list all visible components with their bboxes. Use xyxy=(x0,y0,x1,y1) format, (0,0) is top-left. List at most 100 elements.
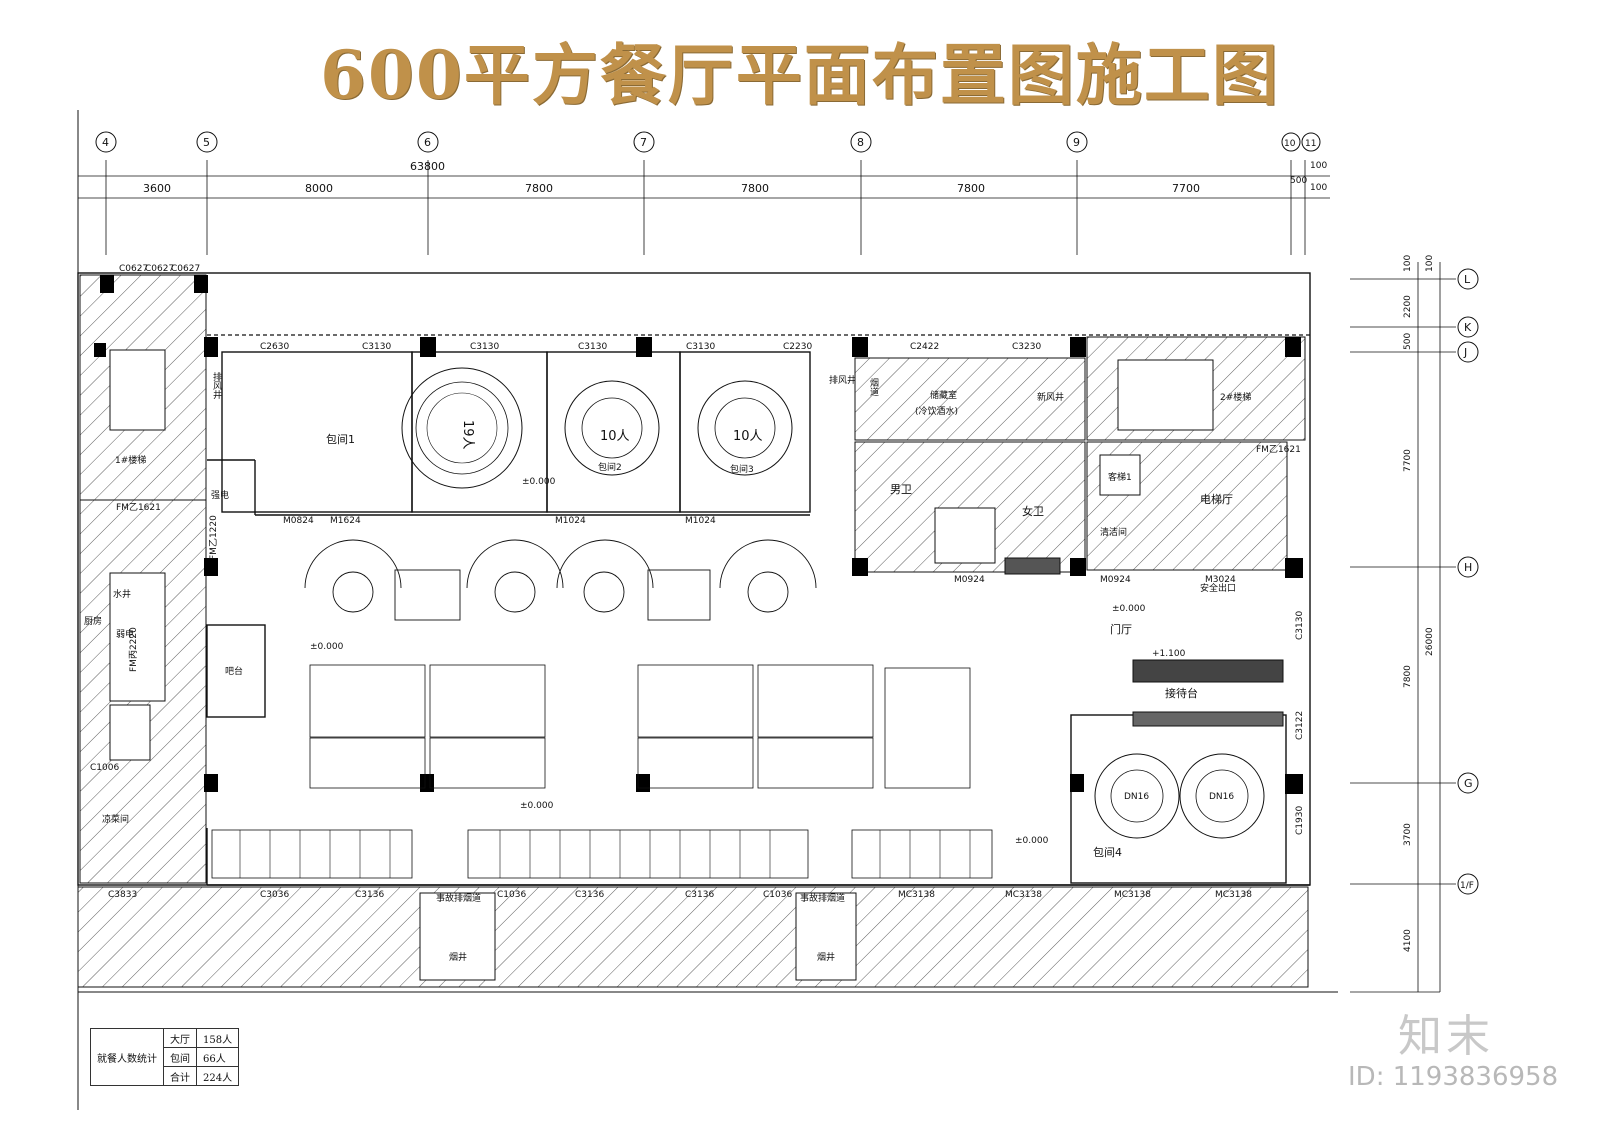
window-code: C0627 xyxy=(171,264,200,274)
room-label: 排风井 xyxy=(211,371,222,400)
axis-label: 7 xyxy=(640,136,647,149)
axis-bubbles-top: 4 5 6 7 8 9 10 11 xyxy=(95,131,1321,153)
axis-label: G xyxy=(1464,777,1473,790)
room-label: 门厅 xyxy=(1110,622,1132,636)
round-tables xyxy=(401,367,1265,839)
opening-codes: C2630 C3130 C3130 C3130 C3130 C2230 C242… xyxy=(90,264,1305,900)
watermark-logo: 知末 xyxy=(1398,1011,1494,1062)
exit-label: 安全出口 xyxy=(1200,582,1236,594)
room-label: 女卫 xyxy=(1022,504,1044,518)
axis-label: 4 xyxy=(102,136,109,149)
door-code: FM乙1621 xyxy=(1256,444,1301,455)
table-label: 19人 xyxy=(460,420,475,450)
axis-label: L xyxy=(1464,273,1471,286)
window-code: C3130 xyxy=(686,342,715,352)
room-label: 厨房 xyxy=(84,615,102,627)
dim-span: 100 xyxy=(1425,255,1435,272)
window-code: C3130 xyxy=(470,342,499,352)
axis-label: 11 xyxy=(1305,139,1316,149)
room-label: 储藏室 xyxy=(930,389,957,401)
window-code: MC3138 xyxy=(898,890,935,900)
room-label: 1#楼梯 xyxy=(115,454,146,466)
window-code: C3136 xyxy=(355,890,384,900)
room-label: 凉菜间 xyxy=(102,813,129,825)
room-label: 烟井 xyxy=(449,951,467,963)
axis-bubbles-right: L K J H G 1/F xyxy=(1457,268,1479,895)
table-label: DN16 xyxy=(1124,792,1149,802)
room-label: 水井 xyxy=(113,588,131,600)
dim-span: 7800 xyxy=(957,182,985,195)
door-code: M0824 xyxy=(283,516,314,526)
stats-row-value: 66人 xyxy=(195,1047,240,1067)
dim-span: 4100 xyxy=(1403,929,1413,952)
table-label: 10人 xyxy=(733,429,763,444)
window-code: C3122 xyxy=(1295,711,1305,740)
dim-span: 100 xyxy=(1403,255,1413,272)
level-mark: ±0.000 xyxy=(520,801,554,811)
room-label: 烟井 xyxy=(817,951,835,963)
level-mark: ±0.000 xyxy=(1112,604,1146,614)
room-label: 包间3 xyxy=(730,463,754,475)
dim-span: 7800 xyxy=(741,182,769,195)
room-labels: 1#楼梯 2#楼梯 包间1 包间2 包间3 包间4 储藏室 (冷饮酒水) 新风井… xyxy=(84,371,1251,963)
dim-span: 3700 xyxy=(1403,823,1413,846)
level-mark: +1.100 xyxy=(1152,649,1186,659)
door-code: M0924 xyxy=(1100,575,1131,585)
window-code: C3036 xyxy=(260,890,289,900)
door-code: M3024 xyxy=(1205,575,1236,585)
level-mark: ±0.000 xyxy=(1015,836,1049,846)
room-label: 烟道 xyxy=(868,377,879,397)
stats-row-value: 224人 xyxy=(195,1066,240,1086)
room-label: 男卫 xyxy=(890,483,912,496)
stats-row-name: 包间 xyxy=(163,1047,197,1067)
window-code: C1036 xyxy=(497,890,526,900)
door-code: M1024 xyxy=(685,516,716,526)
stats-row-name: 合计 xyxy=(163,1066,197,1086)
dim-span: 7700 xyxy=(1403,449,1413,472)
top-dimensions: 63800 3600 8000 7800 7800 7800 7700 100 … xyxy=(78,160,1330,255)
structural-columns xyxy=(94,275,1303,794)
room-label: 弱电 xyxy=(116,628,134,640)
dim-total: 26000 xyxy=(1425,627,1435,656)
stats-label: 就餐人数统计 xyxy=(90,1028,164,1086)
door-code: FM乙1621 xyxy=(116,502,161,513)
window-code: C2630 xyxy=(260,342,289,352)
door-code: M1024 xyxy=(555,516,586,526)
window-code: C1930 xyxy=(1295,806,1305,835)
room-label: 吧台 xyxy=(225,665,243,677)
window-code: C0627 xyxy=(119,264,148,274)
window-code: C3136 xyxy=(685,890,714,900)
room-label: (冷饮酒水) xyxy=(915,405,958,417)
axis-label: 6 xyxy=(424,136,431,149)
dim-total: 63800 xyxy=(410,160,445,173)
window-code: C2230 xyxy=(783,342,812,352)
dim-span: 500 xyxy=(1403,333,1413,350)
dim-small: 500 xyxy=(1290,176,1307,186)
window-code: C3833 xyxy=(108,890,137,900)
window-code: C3130 xyxy=(578,342,607,352)
door-code: FM乙1220 xyxy=(208,515,219,560)
level-mark: ±0.000 xyxy=(522,477,556,487)
stats-row-name: 大厅 xyxy=(163,1028,197,1048)
dim-span: 2200 xyxy=(1403,295,1413,318)
table-label: DN16 xyxy=(1209,792,1234,802)
door-code: FM丙2220 xyxy=(128,627,139,672)
room-label: 新风井 xyxy=(1037,391,1064,403)
dim-span: 7800 xyxy=(1403,665,1413,688)
reception-counter xyxy=(1132,659,1284,683)
door-code: M0924 xyxy=(954,575,985,585)
room-label: 排风井 xyxy=(829,374,856,386)
dim-small: 100 xyxy=(1310,161,1327,171)
window-code: C3130 xyxy=(362,342,391,352)
window-code: C1036 xyxy=(763,890,792,900)
room-label: 事故排烟道 xyxy=(800,892,845,904)
room-label: 2#楼梯 xyxy=(1220,391,1251,403)
level-mark: ±0.000 xyxy=(310,642,344,652)
window-code: C2422 xyxy=(910,342,939,352)
window-code: C0627 xyxy=(145,264,174,274)
axis-label: K xyxy=(1464,321,1472,334)
room-label: 事故排烟道 xyxy=(436,892,481,904)
partitions xyxy=(206,351,1310,886)
room-label: 电梯厅 xyxy=(1200,493,1233,506)
level-marks: ±0.000 ±0.000 ±0.000 ±0.000 ±0.000 +1.10… xyxy=(310,477,1186,846)
